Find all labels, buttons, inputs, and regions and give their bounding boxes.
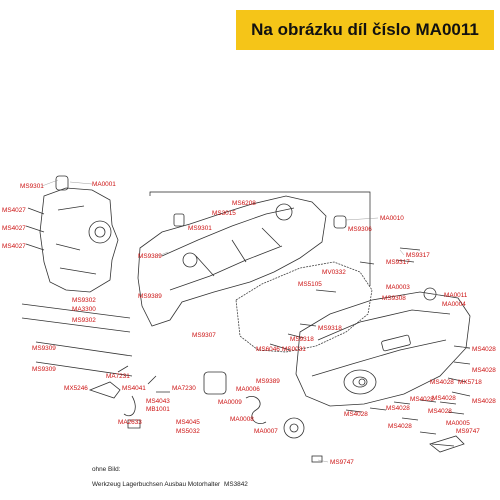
part-label: MS9317	[386, 259, 410, 266]
part-label: MS4045	[176, 419, 200, 426]
short-bolts	[25, 207, 421, 351]
part-label: MA0009	[218, 399, 242, 406]
part-label: MA0007	[254, 428, 278, 435]
part-label: MA7230	[172, 385, 196, 392]
part-label: MS4027	[2, 207, 26, 214]
footer-tool-code: MS3842	[224, 481, 248, 488]
engine-drawing	[21, 175, 471, 463]
part-label: MS9747	[330, 459, 354, 466]
part-label: MB1001	[146, 406, 170, 413]
part-label: MA0004	[442, 301, 466, 308]
part-label: MS9302	[72, 317, 96, 324]
part-label: MS5105	[298, 281, 322, 288]
part-label: MA0001	[92, 181, 116, 188]
part-label: MS9747	[456, 428, 480, 435]
footer-note: ohne Bild:	[92, 466, 121, 473]
part-label: MS5032	[176, 428, 200, 435]
footer-tool-label: Werkzeug Lagerbuchsen Ausbau Motorhalter	[92, 481, 221, 488]
part-label: MS9318	[318, 325, 342, 332]
part-label: MA0005	[446, 420, 470, 427]
variator-cover	[295, 291, 471, 407]
part-label: MS4028	[386, 405, 410, 412]
part-label: MA0006	[236, 386, 260, 393]
part-label: MS4028	[472, 346, 496, 353]
part-label: MA0011	[444, 292, 468, 299]
banner-title: Na obrázku díl číslo MA0011	[251, 20, 479, 39]
part-label: MS4028	[430, 379, 454, 386]
part-label: MS4028	[388, 423, 412, 430]
part-label: MS9301	[188, 225, 212, 232]
part-label: MS4027	[2, 243, 26, 250]
part-label: MS4028	[410, 396, 434, 403]
part-label: MS3015	[212, 210, 236, 217]
part-label: MA0008	[230, 416, 254, 423]
middle-crankcase	[137, 195, 327, 327]
part-label: MS9302	[72, 297, 96, 304]
part-label: MA7231	[106, 373, 130, 380]
part-label: MS9301	[20, 183, 44, 190]
part-label: MS0031	[282, 346, 306, 353]
part-label: MS9389	[138, 253, 162, 260]
part-label: MS9309	[32, 345, 56, 352]
part-label: MS4043	[146, 398, 170, 405]
part-label: MS9307	[192, 332, 216, 339]
part-label: MS4041	[122, 385, 146, 392]
left-crankcase-half	[39, 187, 119, 293]
part-label: MS9389	[256, 378, 280, 385]
part-label: MS4028	[344, 411, 368, 418]
part-label: MS4028	[428, 408, 452, 415]
part-label: MS6046	[256, 346, 280, 353]
part-label: MS9389	[138, 293, 162, 300]
part-label: MS4028	[432, 395, 456, 402]
part-label: MS4027	[2, 225, 26, 232]
part-label: MA2633	[118, 419, 142, 426]
part-label: MA0003	[386, 284, 410, 291]
long-studs	[21, 303, 133, 377]
crankcase-gasket	[235, 261, 373, 353]
part-label: MS9309	[32, 366, 56, 373]
part-number-banner: Na obrázku díl číslo MA0011	[236, 10, 494, 50]
part-label: MX5718	[458, 379, 482, 386]
kick-starter-parts	[88, 365, 170, 429]
part-label: MV0332	[322, 269, 346, 276]
part-label: MS9306	[348, 226, 372, 233]
part-label: MS4028	[472, 367, 496, 374]
part-label: MS9308	[382, 295, 406, 302]
part-label: MS6208	[232, 200, 256, 207]
part-label: MA3300	[72, 306, 96, 313]
part-label: MX5246	[64, 385, 88, 392]
part-labels: MS9301 MA0001 MS4027 MS4027 MS4027 MS620…	[2, 181, 496, 466]
part-label: MS4028	[472, 398, 496, 405]
part-label: MS9318	[290, 336, 314, 343]
crankcase-group-frame	[149, 191, 371, 286]
leader-lines	[41, 179, 471, 463]
part-label: MA0010	[380, 215, 404, 222]
part-label: MS9317	[406, 252, 430, 259]
